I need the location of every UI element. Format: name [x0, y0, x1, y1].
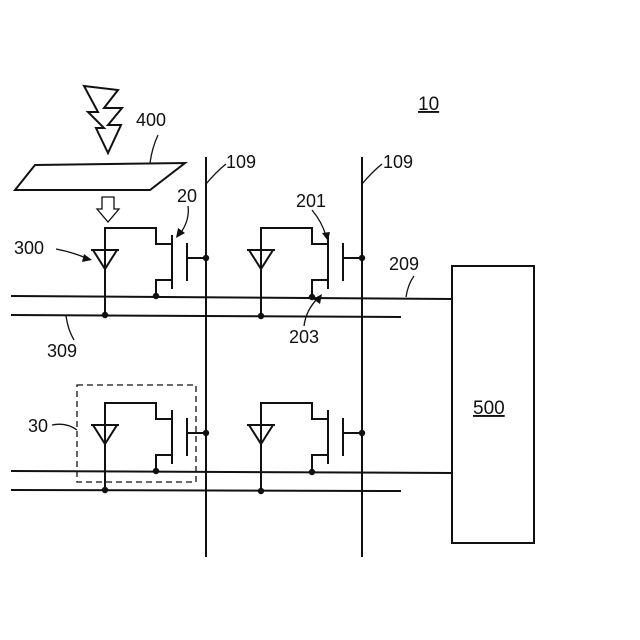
label-300: 300 [14, 238, 44, 258]
label-201: 201 [296, 191, 326, 211]
leader-300 [56, 249, 86, 258]
label-20: 20 [177, 186, 197, 206]
leader-109-left [206, 164, 226, 184]
label-500: 500 [473, 398, 505, 419]
row-line-209 [12, 296, 452, 299]
leader-309 [66, 316, 74, 340]
pixel-boundary [77, 385, 196, 482]
leader-203 [304, 298, 318, 326]
label-309: 309 [47, 341, 77, 361]
label-209: 209 [389, 254, 419, 274]
row-line-lower [12, 471, 452, 473]
pixel-cell-top-left [92, 228, 206, 315]
leader-209 [406, 276, 414, 297]
junction-dots [102, 255, 365, 494]
label-109-right: 109 [383, 152, 413, 172]
scintillator-plate [15, 163, 185, 190]
label-400: 400 [136, 110, 166, 130]
lightning-bolt-icon [84, 86, 122, 153]
leader-109-right [362, 164, 382, 184]
arrowhead-300 [82, 254, 92, 262]
leader-400 [150, 135, 158, 163]
leader-201 [312, 210, 326, 236]
bias-line-309 [12, 315, 400, 317]
leader-30 [52, 424, 77, 430]
light-arrow-icon [97, 197, 119, 222]
label-109-left: 109 [226, 152, 256, 172]
pixel-cell-bottom-right [248, 403, 362, 491]
bias-line-lower [12, 490, 400, 491]
leader-20 [180, 206, 188, 234]
pixel-cell-top-right [248, 228, 362, 316]
device-label: 10 [418, 94, 439, 115]
label-203: 203 [289, 327, 319, 347]
pixel-cell-bottom-left [92, 403, 206, 490]
label-30: 30 [28, 416, 48, 436]
